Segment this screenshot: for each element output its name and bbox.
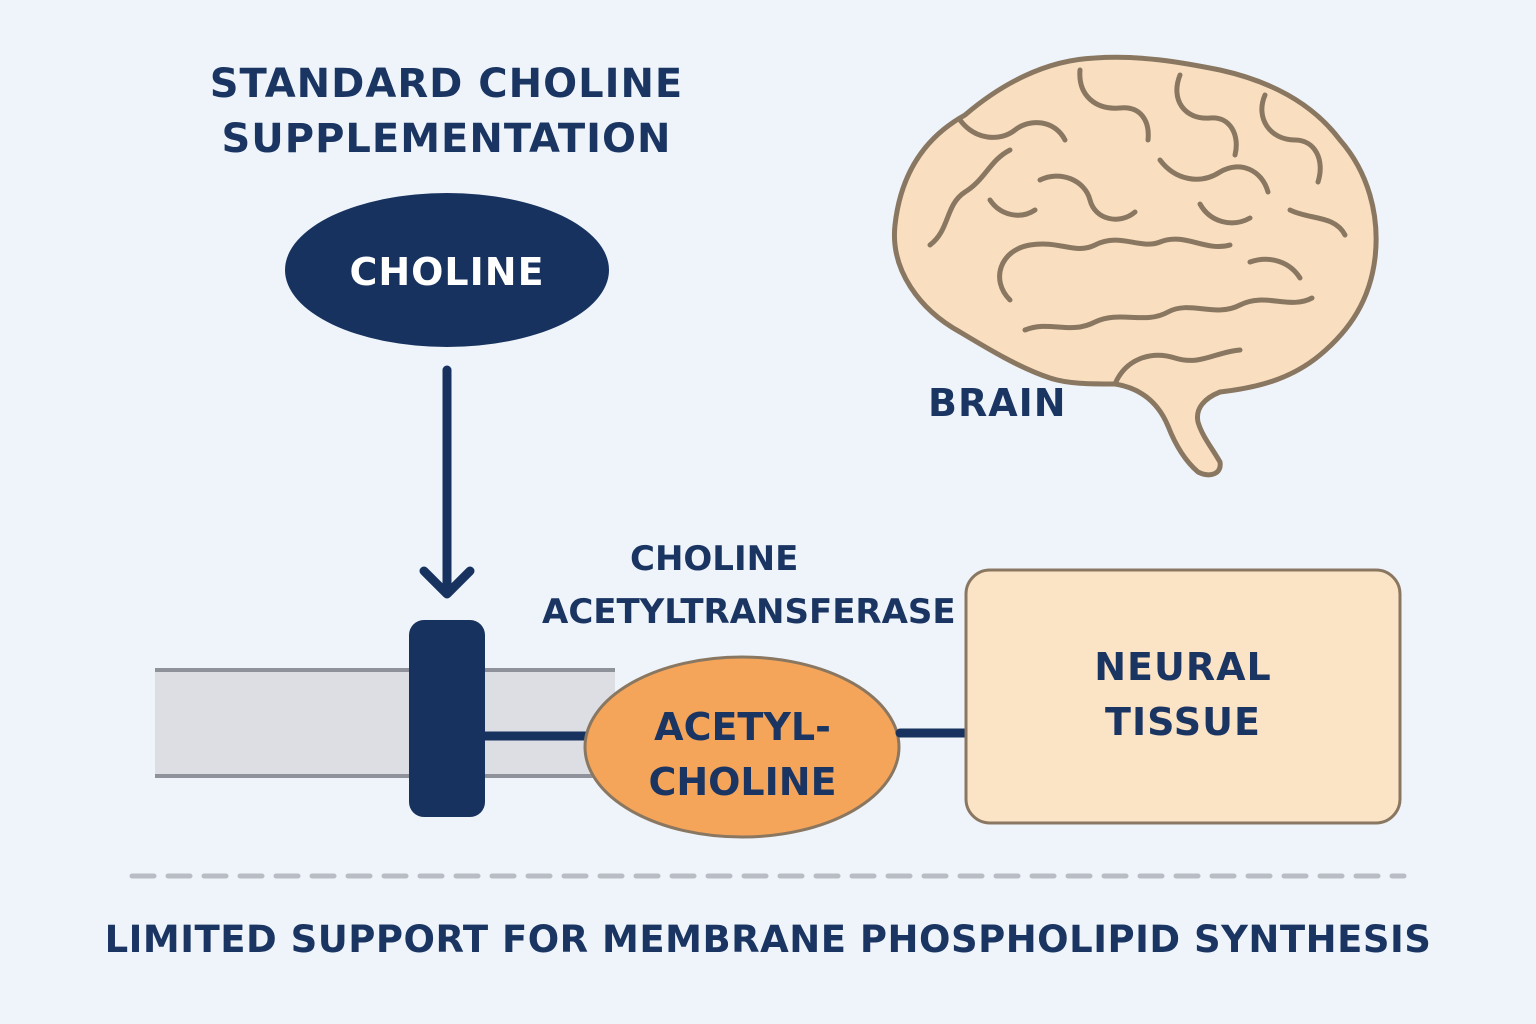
- down-arrow: [419, 365, 475, 599]
- title-line-2: SUPPLEMENTATION: [221, 116, 672, 162]
- brain-icon: [891, 54, 1379, 478]
- acetylcholine-label-line-1: ACETYL-: [654, 705, 831, 749]
- choline-node: [285, 193, 609, 347]
- enzyme-label-line-2: ACETYLTRANSFERASE: [542, 592, 956, 632]
- neural-tissue-label-line-2: TISSUE: [1105, 700, 1261, 744]
- enzyme-label-line-1: CHOLINE: [630, 539, 799, 579]
- choline-label: CHOLINE: [349, 250, 545, 294]
- neural-tissue-box: [964, 568, 1402, 825]
- neural-tissue-label-line-1: NEURAL: [1094, 645, 1272, 689]
- acetylcholine-node: [583, 655, 901, 839]
- cell-membrane: [155, 668, 615, 778]
- transporter-block: [409, 620, 485, 817]
- footer-caption: LIMITED SUPPORT FOR MEMBRANE PHOSPHOLIPI…: [104, 918, 1432, 961]
- brain-label: BRAIN: [928, 381, 1067, 425]
- acetylcholine-label-line-2: CHOLINE: [648, 760, 837, 804]
- title-line-1: STANDARD CHOLINE: [209, 61, 684, 107]
